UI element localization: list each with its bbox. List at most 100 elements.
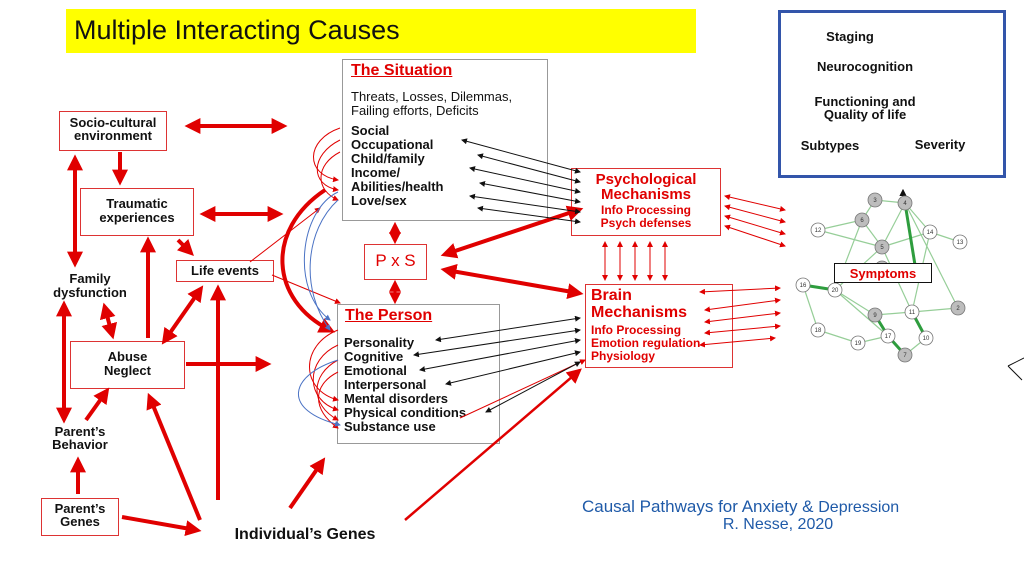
network-node (810, 322, 826, 338)
legend-subtypes: Subtypes (800, 138, 860, 153)
brain-item-1: Info Processing (591, 323, 682, 337)
traumatic-box (80, 188, 194, 236)
socio-cultural-label-1: Socio-cultural (69, 115, 157, 130)
abuse-box (70, 341, 185, 389)
parents-genes-box (41, 498, 119, 536)
psych-item-2: Psych defenses (600, 216, 692, 230)
list-item: Personality (344, 335, 415, 350)
legend-functioning-2: Quality of life (823, 107, 907, 122)
parents-genes-label-2: Genes (60, 514, 100, 529)
brain-item-3: Physiology (591, 349, 656, 363)
network-node (850, 335, 866, 351)
network-node (952, 234, 968, 250)
network-node-label: 18 (815, 328, 822, 334)
list-item: Cognitive (344, 349, 404, 364)
network-node (880, 328, 896, 344)
situation-subtitle-1: Threats, Losses, Dilemmas, (351, 89, 513, 104)
individuals-genes-label: Individual’s Genes (234, 526, 376, 543)
symptoms-label: Symptoms (849, 266, 917, 281)
network-node-label: 16 (800, 283, 807, 289)
situation-heading: The Situation (351, 62, 453, 79)
psych-item-1: Info Processing (600, 203, 692, 217)
network-node-label: 6 (860, 218, 864, 224)
list-item: Substance use (344, 419, 436, 434)
credit-line-2: R. Nesse, 2020 (722, 516, 834, 533)
network-node (867, 307, 883, 323)
list-item: Interpersonal (344, 377, 427, 392)
list-item: Emotional (344, 363, 407, 378)
network-node (904, 304, 920, 320)
network-node-label: 10 (923, 336, 930, 342)
brain-heading-1: Brain (591, 287, 632, 304)
title-bar (66, 9, 696, 53)
brain-heading-2: Mechanisms (591, 304, 688, 321)
network-node (950, 300, 966, 316)
legend-staging: Staging (826, 29, 874, 44)
legend-severity: Severity (914, 137, 966, 152)
list-item: Physical conditions (344, 405, 467, 420)
legend-box (778, 10, 1006, 178)
legend-neurocognition: Neurocognition (816, 59, 914, 74)
person-heading: The Person (345, 307, 433, 324)
network-node-label: 9 (873, 313, 877, 319)
list-item: Abilities/health (351, 179, 444, 194)
symptoms-box (834, 263, 932, 283)
list-item: Social (351, 123, 390, 138)
network-node-label: 7 (903, 353, 907, 359)
psych-heading-2: Mechanisms (600, 186, 692, 203)
parents-behavior-label-1: Parent’s (54, 424, 106, 439)
network-node-label: 17 (885, 334, 892, 340)
traumatic-label-2: experiences (99, 210, 175, 225)
traumatic-label-1: Traumatic (106, 196, 168, 211)
psych-box (571, 168, 721, 236)
abuse-label-2: Neglect (104, 363, 151, 378)
credit-line-1: Causal Pathways for Anxiety & Depression (582, 497, 899, 517)
network-node (897, 347, 913, 363)
network-node-label: 20 (832, 288, 839, 294)
abuse-label-1: Abuse (107, 349, 148, 364)
socio-cultural-label-2: environment (73, 128, 152, 143)
situation-list: Social Occupational Child/family Income/… (351, 124, 443, 208)
network-node-label: 19 (855, 341, 862, 347)
network-node-label: 5 (880, 245, 884, 251)
page-title: Multiple Interacting Causes (74, 15, 400, 45)
family-label-2: dysfunction (53, 285, 127, 300)
network-node (795, 277, 811, 293)
brain-item-2: Emotion regulation (591, 336, 701, 350)
network-node-label: 13 (957, 240, 964, 246)
network-node (827, 282, 843, 298)
life-events-box (176, 260, 274, 282)
credit-line-1a: Causal Pathways for Anxiety & (582, 497, 819, 516)
list-item: Love/sex (351, 193, 407, 208)
life-events-label: Life events (191, 263, 259, 278)
person-list: Personality Cognitive Emotional Interper… (344, 336, 466, 434)
network-node (897, 195, 913, 211)
network-node-label: 11 (909, 310, 916, 316)
network-node-label: 3 (873, 198, 877, 204)
network-node (867, 192, 883, 208)
parents-behavior-label-2: Behavior (52, 437, 108, 452)
network-node (854, 212, 870, 228)
list-item: Occupational (351, 137, 434, 152)
parents-genes-label-1: Parent’s (54, 501, 106, 516)
network-node-label: 4 (903, 201, 907, 207)
network-node (810, 222, 826, 238)
pxs-box (364, 244, 427, 280)
network-node-label: 14 (927, 230, 934, 236)
psych-heading-1: Psychological (595, 171, 697, 188)
pxs-label: P x S (375, 251, 416, 270)
network-node-label: 12 (815, 228, 822, 234)
network-node-label: 2 (956, 306, 960, 312)
list-item: Income/ (351, 165, 401, 180)
network-node (922, 224, 938, 240)
network-node (874, 239, 890, 255)
legend-functioning-1: Functioning and (814, 94, 916, 109)
list-item: Mental disorders (344, 391, 449, 406)
family-label-1: Family (69, 271, 111, 286)
credit-line-1b: Depression (818, 499, 900, 516)
network-node (918, 330, 934, 346)
situation-subtitle-2: Failing efforts, Deficits (351, 103, 479, 118)
list-item: Child/family (351, 151, 425, 166)
socio-cultural-box (59, 111, 167, 151)
